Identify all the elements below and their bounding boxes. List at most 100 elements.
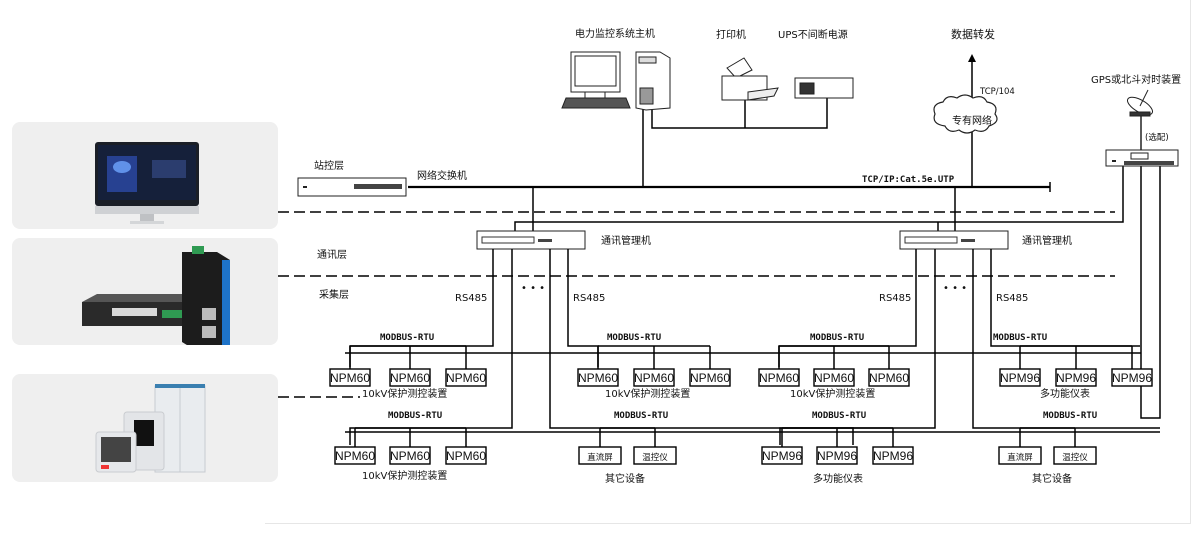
device-box (868, 368, 910, 387)
printer-label: 打印机 (716, 28, 746, 41)
group-caption: 其它设备 (1032, 472, 1072, 485)
device-box (1111, 368, 1153, 387)
device-box (445, 368, 487, 387)
gps-label: GPS或北斗对时装置 (1091, 73, 1181, 86)
device-box (999, 368, 1041, 387)
device-label: NPM60 (335, 449, 375, 463)
comm-manager-right-icon (899, 230, 1009, 250)
data-forward-label: 数据转发 (951, 27, 995, 41)
device-box (578, 446, 622, 465)
device-label: NPM60 (690, 371, 730, 385)
panel-station-layer (12, 122, 278, 229)
protocol-label: MODBUS-RTU (812, 411, 866, 421)
device-label: NPM60 (390, 371, 430, 385)
device-box (577, 368, 619, 387)
device-label: NPM60 (446, 371, 486, 385)
device-label: 直流屏 (587, 452, 613, 463)
ellipsis-left: • • • (521, 283, 545, 294)
gateway-image (82, 246, 230, 350)
device-box (633, 446, 677, 465)
device-box (1053, 446, 1097, 465)
device-box (334, 446, 376, 465)
device-label: 温控仪 (1062, 452, 1088, 463)
private-net-label: 专有网络 (952, 114, 992, 127)
rs485-trunk (972, 249, 1160, 429)
switch-label: 网络交换机 (417, 169, 467, 182)
monitor-image (95, 142, 199, 224)
group-caption: 其它设备 (605, 472, 645, 485)
group-caption: 10kV保护测控装置 (605, 387, 690, 400)
layer-label-comm: 通讯层 (317, 249, 347, 261)
device-box (633, 368, 675, 387)
comm-manager-right-label: 通讯管理机 (1022, 234, 1072, 247)
device-box (758, 368, 800, 387)
protocol-label: MODBUS-RTU (810, 333, 864, 343)
device-box (1055, 368, 1097, 387)
group-caption: 10kV保护测控装置 (362, 469, 447, 482)
device-label: NPM96 (1112, 371, 1152, 385)
group-caption: 多功能仪表 (1040, 387, 1090, 400)
cloud-icon (933, 94, 998, 134)
device-label: NPM60 (446, 449, 486, 463)
device-box (389, 446, 431, 465)
protocol-label: MODBUS-RTU (607, 333, 661, 343)
device-label: NPM60 (759, 371, 799, 385)
device-label: NPM96 (762, 449, 802, 463)
bus-label: TCP/IP:Cat.5e.UTP (862, 175, 955, 185)
group-caption: 10kV保护测控装置 (790, 387, 875, 400)
device-box (872, 446, 914, 465)
protocol-label: MODBUS-RTU (380, 333, 434, 343)
ellipsis-right: • • • (943, 283, 967, 294)
rs485-trunk (778, 249, 917, 367)
rs485-label: RS485 (879, 293, 911, 304)
rs485-trunk (549, 249, 854, 445)
network-switch-icon (297, 177, 407, 197)
meters-cabinet-image (95, 384, 206, 473)
arrow-up-icon (968, 54, 976, 62)
device-label: NPM60 (814, 371, 854, 385)
device-label: NPM60 (869, 371, 909, 385)
host-label: 电力监控系统主机 (575, 27, 655, 40)
device-box (998, 446, 1042, 465)
device-label: NPM96 (873, 449, 913, 463)
device-box (329, 368, 371, 387)
rs485-label: RS485 (455, 293, 487, 304)
printer-icon (721, 57, 779, 101)
protocol-label: MODBUS-RTU (388, 411, 442, 421)
device-label: NPM96 (1000, 371, 1040, 385)
device-label: 温控仪 (642, 452, 668, 463)
device-box (761, 446, 803, 465)
gps-receiver-icon (1105, 149, 1179, 167)
optional-label: (选配) (1145, 132, 1169, 143)
comm-manager-left-label: 通讯管理机 (601, 234, 651, 247)
protocol-label: MODBUS-RTU (614, 411, 668, 421)
rs485-trunk (349, 249, 494, 367)
ups-icon (794, 77, 854, 99)
device-box (689, 368, 731, 387)
tcp104-label: TCP/104 (979, 87, 1015, 97)
protocol-label: MODBUS-RTU (1043, 411, 1097, 421)
rs485-trunk (567, 249, 599, 367)
device-box (813, 368, 855, 387)
device-label: NPM96 (817, 449, 857, 463)
host-computer-icon (561, 51, 671, 111)
group-caption: 10kV保护测控装置 (362, 387, 447, 400)
rs485-label: RS485 (996, 293, 1028, 304)
device-label: NPM60 (634, 371, 674, 385)
device-box (445, 446, 487, 465)
protocol-label: MODBUS-RTU (993, 333, 1047, 343)
layer-label-collect: 采集层 (319, 288, 349, 301)
panel-collect-layer (12, 374, 278, 482)
ups-label: UPS不间断电源 (778, 28, 848, 41)
rs485-label: RS485 (573, 293, 605, 304)
comm-manager-left-icon (476, 230, 586, 250)
device-label: NPM60 (390, 449, 430, 463)
satellite-dish-icon (1127, 89, 1153, 150)
device-label: NPM60 (578, 371, 618, 385)
device-box (816, 446, 858, 465)
device-box (389, 368, 431, 387)
device-label: NPM60 (330, 371, 370, 385)
layer-label-station: 站控层 (314, 159, 344, 172)
panel-comm-layer (12, 238, 278, 350)
